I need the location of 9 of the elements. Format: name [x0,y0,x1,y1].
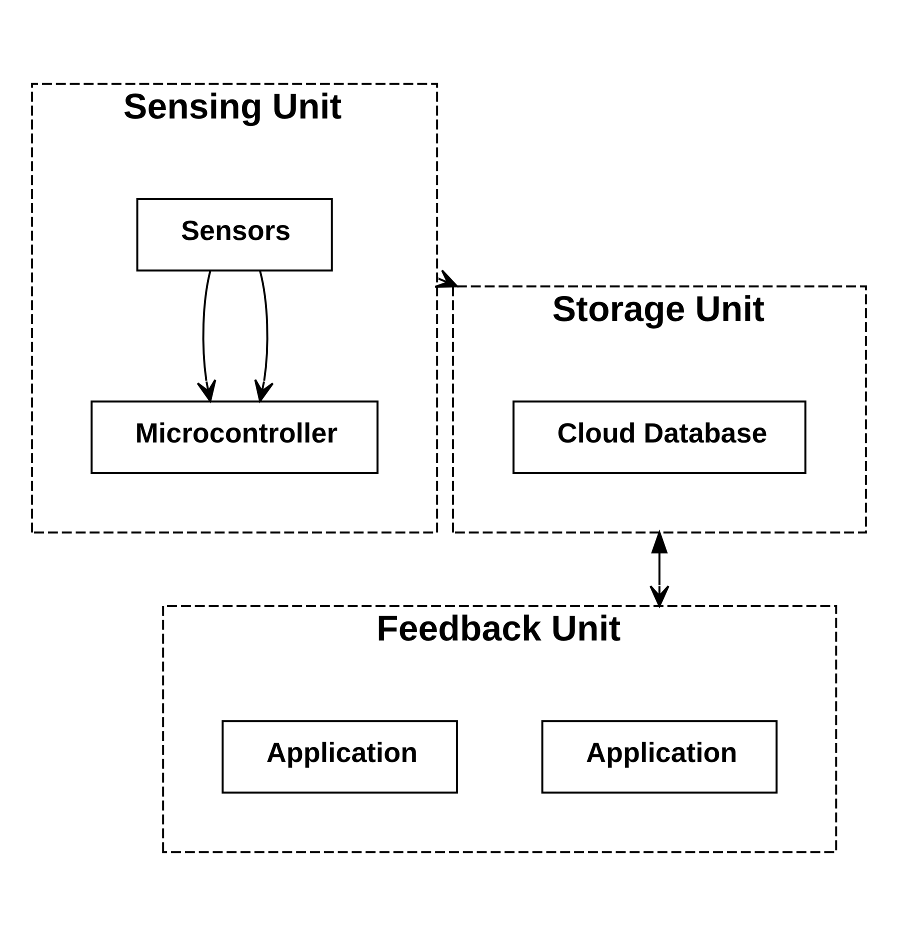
arrow [434,269,458,288]
arrow [196,271,216,402]
node-box: Cloud Database [512,400,806,474]
arrow [650,530,670,607]
node-box: Microcontroller [90,400,379,474]
node-box: Application [541,720,778,794]
node-box: Sensors [136,198,333,272]
arrow [254,271,274,402]
node-box: Application [222,720,458,794]
